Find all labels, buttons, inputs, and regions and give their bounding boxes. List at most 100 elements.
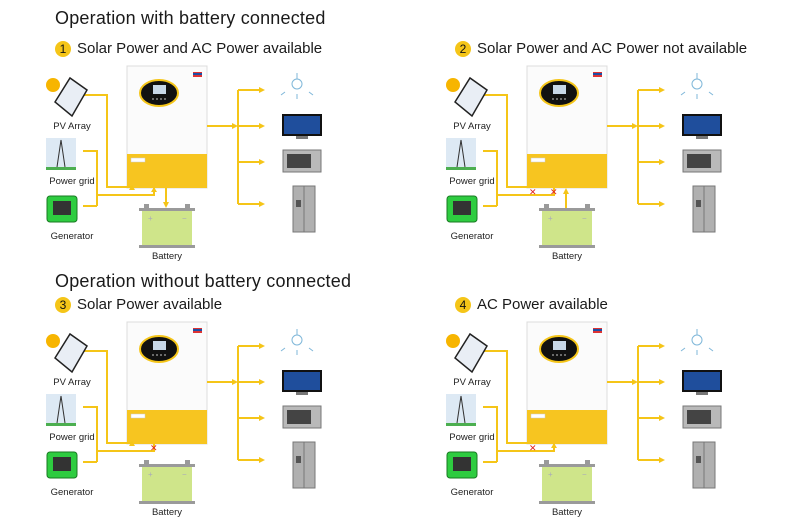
television-icon	[682, 370, 722, 395]
scenario-number-badge: 4	[455, 296, 471, 313]
inverter	[526, 321, 608, 445]
scenario-panel-1: 1 Solar Power and AC Power available +−	[35, 40, 435, 262]
output-arrow	[259, 159, 265, 165]
scenario-title-text: Solar Power and AC Power not available	[477, 40, 748, 57]
scenario-number-badge: 1	[55, 40, 71, 57]
battery-label: Battery	[151, 507, 183, 518]
generator-icon	[46, 451, 78, 479]
pv-arrow	[129, 185, 135, 190]
output-arrow	[259, 379, 265, 385]
battery-label: Battery	[151, 251, 183, 262]
pv-array-label: PV Array	[453, 377, 491, 388]
output-arrow	[259, 343, 265, 349]
battery-icon: +−	[539, 204, 595, 248]
generator-label: Generator	[450, 487, 494, 498]
power-grid-icon	[46, 394, 76, 426]
output-arrow	[259, 123, 265, 129]
svg-text:+: +	[148, 214, 153, 223]
output-arrow	[659, 159, 665, 165]
output-arrow	[259, 201, 265, 207]
scenario-title: 3 Solar Power available	[55, 296, 222, 313]
generator-label: Generator	[50, 231, 94, 242]
television-icon	[282, 370, 322, 395]
light-bulb-icon	[680, 73, 714, 99]
scenario-title-text: Solar Power available	[77, 296, 223, 313]
inverter	[526, 65, 608, 189]
scenario-title-text: AC Power available	[477, 296, 608, 313]
generator-label: Generator	[50, 487, 94, 498]
heading-with-battery: Operation with battery connected	[55, 8, 326, 28]
scenario-diagram: ✕✕ +−	[446, 65, 722, 248]
ac-arrow	[151, 187, 157, 192]
scenario-diagram: +−	[46, 65, 322, 248]
power-grid-label: Power grid	[49, 176, 95, 187]
generator-icon	[46, 195, 78, 223]
output-arrow	[259, 457, 265, 463]
scenario-title: 4 AC Power available	[455, 296, 608, 313]
svg-text:+: +	[548, 214, 553, 223]
generator-icon	[446, 195, 478, 223]
output-flow-lines	[207, 89, 261, 205]
ac-blocked-mark: ✕	[550, 187, 558, 197]
power-grid-label: Power grid	[449, 176, 495, 187]
scenario-diagram: ✕ +−	[46, 321, 322, 504]
battery-label: Battery	[551, 507, 583, 518]
microwave-icon	[682, 149, 722, 173]
television-icon	[282, 114, 322, 139]
ac-blocked-mark: ✕	[150, 443, 158, 453]
pv-array-icon	[46, 332, 88, 374]
pv-array-icon	[446, 332, 488, 374]
svg-text:−: −	[182, 214, 187, 223]
scenario-panel-3: 3 Solar Power available ✕ +−	[35, 296, 435, 518]
microwave-icon	[282, 405, 322, 429]
pv-array-icon	[446, 76, 488, 118]
light-bulb-icon	[680, 329, 714, 355]
ac-arrow	[551, 443, 557, 448]
output-arrow	[659, 87, 665, 93]
svg-text:−: −	[582, 214, 587, 223]
pv-array-label: PV Array	[53, 377, 91, 388]
refrigerator-icon	[692, 441, 716, 489]
pv-blocked-mark: ✕	[529, 187, 537, 197]
output-arrow	[659, 379, 665, 385]
inverter	[126, 321, 208, 445]
pv-flow-line	[483, 350, 533, 444]
svg-text:+: +	[548, 470, 553, 479]
battery-icon: +−	[539, 460, 595, 504]
battery-label: Battery	[551, 251, 583, 262]
ac-flow-line	[83, 406, 155, 463]
battery-icon: +−	[139, 460, 195, 504]
microwave-icon	[282, 149, 322, 173]
svg-text:−: −	[182, 470, 187, 479]
power-grid-icon	[46, 138, 76, 170]
refrigerator-icon	[292, 441, 316, 489]
output-arrow	[659, 201, 665, 207]
pv-array-label: PV Array	[453, 121, 491, 132]
refrigerator-icon	[292, 185, 316, 233]
inverter	[126, 65, 208, 189]
scenario-panel-2: 2 Solar Power and AC Power not available…	[435, 40, 800, 262]
output-arrow	[659, 457, 665, 463]
pv-blocked-mark: ✕	[529, 443, 537, 453]
power-grid-icon	[446, 138, 476, 170]
ac-flow-line	[483, 150, 555, 207]
inverter-output-arrow	[232, 123, 238, 129]
battery-flow-line	[563, 188, 569, 208]
output-arrow	[259, 415, 265, 421]
output-arrow	[659, 415, 665, 421]
svg-text:−: −	[582, 470, 587, 479]
television-icon	[682, 114, 722, 139]
scenario-diagram: ✕ +−	[446, 321, 722, 504]
pv-arrow	[129, 441, 135, 446]
svg-text:+: +	[148, 470, 153, 479]
output-arrow	[659, 123, 665, 129]
pv-array-icon	[46, 76, 88, 118]
generator-icon	[446, 451, 478, 479]
refrigerator-icon	[692, 185, 716, 233]
output-flow-lines	[607, 89, 661, 205]
pv-array-label: PV Array	[53, 121, 91, 132]
microwave-icon	[682, 405, 722, 429]
inverter-output-arrow	[632, 379, 638, 385]
power-grid-label: Power grid	[449, 432, 495, 443]
scenario-number-badge: 2	[455, 40, 471, 57]
